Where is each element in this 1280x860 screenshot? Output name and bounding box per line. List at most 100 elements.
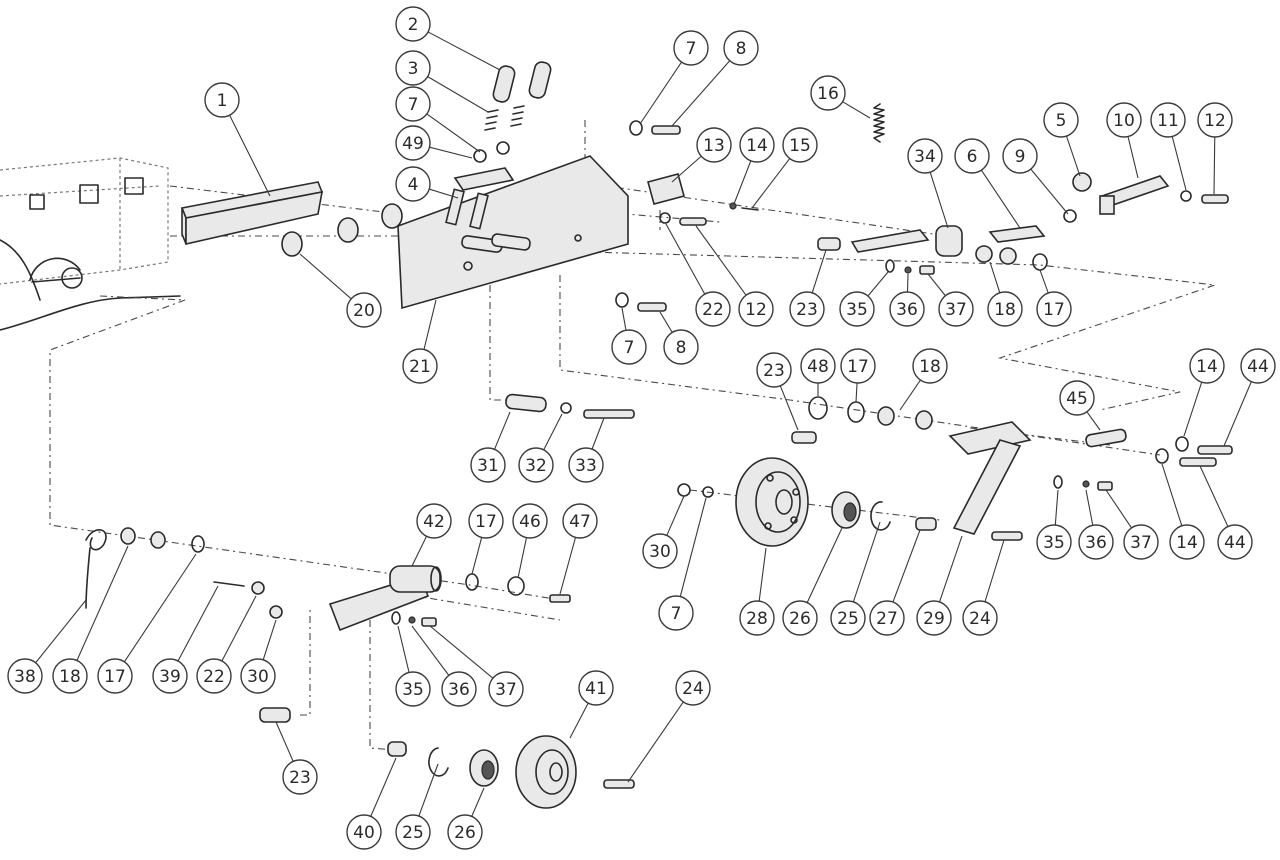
callout-9: 9 [1002,138,1069,215]
callout-circle [739,600,775,636]
callout-number: 24 [682,679,704,699]
callout-circle [782,127,818,163]
callout-circle [611,329,647,365]
callout-leader-line [1086,411,1101,431]
callout-number: 23 [763,361,785,381]
callout-leader-line [892,529,921,603]
callout-circle [1150,102,1186,138]
parts [85,61,1233,809]
callout-circle [395,166,431,202]
callout-14: 14 [1183,348,1225,437]
callout-13: 13 [671,127,732,183]
callout-22: 22 [665,223,731,327]
callout-number: 3 [408,59,419,79]
callout-circle [889,291,925,327]
callout-circle [869,600,905,636]
callout-number: 36 [896,300,918,320]
callout-circle [470,447,506,483]
callout-circle [512,503,548,539]
callout-number: 27 [876,609,898,629]
callout-circle [568,447,604,483]
callout-circle [97,658,133,694]
callout-number: 45 [1066,389,1088,409]
callout-number: 7 [671,604,682,624]
callout-15: 15 [751,127,818,209]
callout-leader-line [855,382,858,403]
callout-17: 17 [1036,269,1072,327]
callout-circle [912,348,948,384]
callout-leader-line [418,763,439,817]
callout-48: 48 [800,348,836,396]
callout-leader-line [679,497,707,597]
screw-part-12 [679,217,707,226]
callout-number: 11 [1157,111,1179,131]
callout-40: 40 [346,757,397,850]
callout-leader-line [980,169,1021,229]
callout-circle [395,814,431,850]
callout-number: 23 [796,300,818,320]
callout-circle [907,138,943,174]
callout-number: 35 [402,680,424,700]
callout-24: 24 [627,670,711,783]
bushing-parts [281,203,403,257]
callout-circle [1169,524,1205,560]
callout-number: 26 [789,609,811,629]
callout-number: 42 [423,512,445,532]
callout-23: 23 [789,249,827,327]
callout-31: 31 [470,411,511,483]
callout-number: 7 [686,39,697,59]
callout-circle [7,658,43,694]
callout-circle [416,503,452,539]
callout-leader-line [229,114,271,197]
callout-circle [695,291,731,327]
callout-36: 36 [411,625,477,707]
callout-leader-line [1183,381,1203,437]
callout-14: 14 [1161,463,1205,560]
callout-number: 21 [409,357,431,377]
callout-leader-line [426,113,481,153]
callout-circle [402,348,438,384]
callout-number: 7 [408,95,419,115]
callout-10: 10 [1106,102,1142,179]
callout-circle [723,30,759,66]
machine-frame [0,157,181,331]
callout-leader-line [984,539,1005,602]
callout-circle [658,595,694,631]
callout-number: 24 [969,609,991,629]
callout-leader-line [591,417,605,450]
callout-number: 34 [914,147,936,167]
callout-number: 44 [1247,357,1269,377]
callout-20: 20 [299,253,382,328]
callout-number: 12 [745,300,767,320]
callout-circle [1123,524,1159,560]
callout-number: 13 [703,136,725,156]
callout-4: 4 [395,166,459,202]
callout-leader-line [666,495,685,536]
callout-circle [395,125,431,161]
callout-leader-line [429,146,473,159]
callout-number: 38 [14,667,36,687]
callout-26: 26 [447,787,485,850]
small-bracket-part [647,173,685,205]
right-bracket-parts [1063,172,1229,223]
callout-37: 37 [429,625,524,707]
callout-leader-line [1085,489,1094,526]
callout-18: 18 [987,261,1023,327]
main-plate-part [397,155,629,310]
callout-44: 44 [1199,465,1253,560]
callout-leader-line [779,385,799,431]
callout-8: 8 [671,30,759,127]
callout-32: 32 [518,413,563,483]
callout-number: 17 [847,357,869,377]
callout-number: 22 [702,300,724,320]
callout-number: 17 [1043,300,1065,320]
callout-25: 25 [830,521,881,636]
callout-23: 23 [756,352,799,431]
callout-circle [1002,138,1038,174]
lower-arm-part [328,565,442,632]
callout-circle [1240,348,1276,384]
callout-circle [1036,524,1072,560]
washer-screw-parts [615,120,681,312]
callout-leader-line [811,249,827,293]
callout-7: 7 [611,307,647,365]
